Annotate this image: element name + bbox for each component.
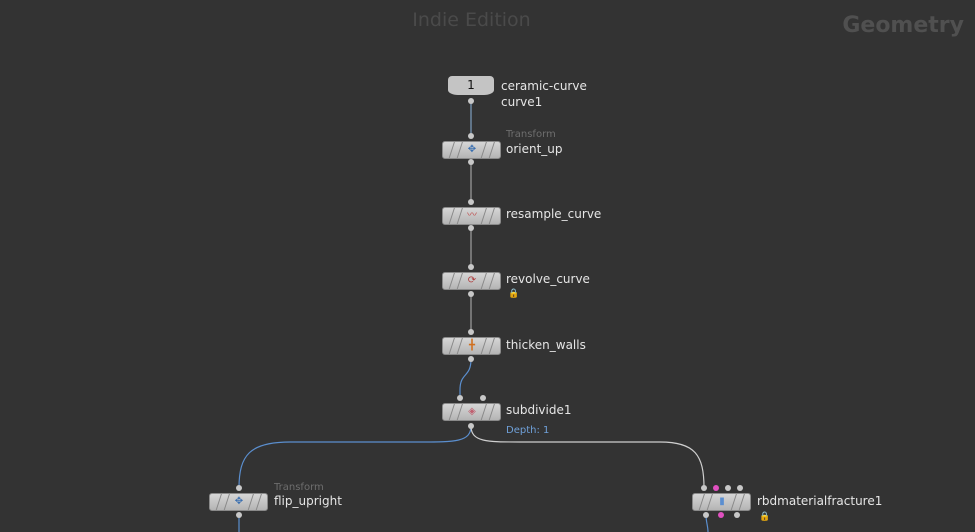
node-name[interactable]: flip_upright [274,494,342,508]
polyextrude-icon: ╋ [468,340,476,351]
input-connector[interactable] [468,329,474,335]
output-connector[interactable] [468,356,474,362]
output-connector[interactable] [468,98,474,104]
node-curve1[interactable]: 1 [448,76,494,95]
node-name[interactable]: orient_up [506,142,563,156]
lock-icon[interactable]: 🔒 [759,512,771,522]
lock-icon[interactable]: 🔒 [508,289,520,299]
node-name[interactable]: rbdmaterialfracture1 [757,494,883,508]
node-type: Transform [274,482,324,493]
node-comment: ceramic-curve [501,79,587,93]
wire [238,425,472,489]
node-revolve-curve[interactable]: ⟳ [442,272,501,290]
node-name[interactable]: curve1 [501,95,543,109]
transform-icon: ✥ [467,144,477,155]
node-badge: 1 [467,78,475,92]
node-param-depth: Depth: 1 [506,425,550,436]
node-resample-curve[interactable]: 〰 [442,207,501,225]
node-name[interactable]: revolve_curve [506,272,590,286]
output-connector[interactable] [734,512,740,518]
node-rbdmaterialfracture1[interactable]: ▮ [692,493,751,511]
edition-watermark: Indie Edition [412,9,531,31]
node-name[interactable]: resample_curve [506,207,602,221]
input-connector[interactable] [725,485,731,491]
output-connector[interactable] [236,512,242,518]
rbd-fracture-icon: ▮ [719,496,725,507]
output-connector[interactable] [468,225,474,231]
input-connector[interactable] [468,199,474,205]
output-connector[interactable] [468,159,474,165]
context-watermark: Geometry [842,13,964,38]
input-connector[interactable] [457,395,463,401]
output-connector[interactable] [468,291,474,297]
resample-icon: 〰 [467,210,477,221]
node-orient-up[interactable]: ✥ [442,141,501,159]
subdivide-icon: ◈ [468,406,476,417]
wire [459,358,472,398]
input-connector[interactable] [236,485,242,491]
node-subdivide1[interactable]: ◈ [442,403,501,421]
output-connector[interactable] [703,512,709,518]
node-name[interactable]: thicken_walls [506,338,586,352]
output-connector[interactable] [718,512,724,518]
input-connector[interactable] [480,395,486,401]
output-connector[interactable] [468,423,474,429]
node-flip-upright[interactable]: ✥ [209,493,268,511]
node-thicken-walls[interactable]: ╋ [442,337,501,355]
input-connector[interactable] [713,485,719,491]
revolve-icon: ⟳ [467,275,477,286]
input-connector[interactable] [737,485,743,491]
transform-icon: ✥ [234,496,244,507]
input-connector[interactable] [468,264,474,270]
input-connector[interactable] [468,133,474,139]
node-name[interactable]: subdivide1 [506,403,572,417]
node-type: Transform [506,129,556,140]
input-connector[interactable] [701,485,707,491]
wire [470,425,705,489]
